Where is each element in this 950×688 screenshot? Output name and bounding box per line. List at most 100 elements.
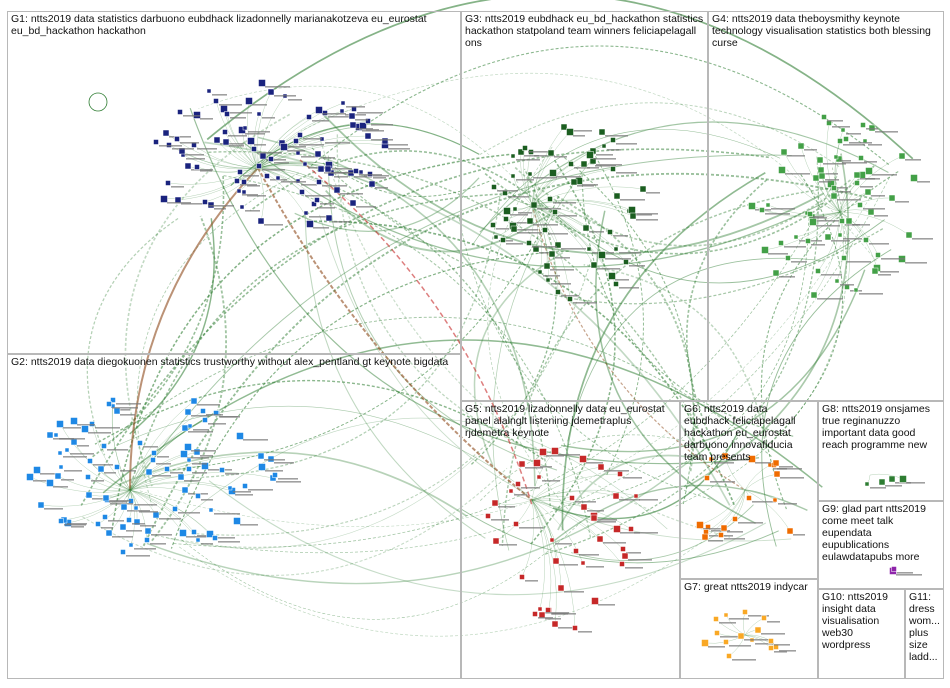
node: [187, 423, 193, 429]
node: [70, 417, 78, 425]
node: [105, 529, 113, 537]
node-label-mark: [245, 210, 260, 212]
edge: [537, 197, 885, 284]
node-label-mark: [265, 86, 290, 88]
node: [340, 100, 346, 106]
node-label-mark: [287, 150, 305, 152]
node-label-mark: [586, 566, 604, 568]
node-label-mark: [230, 117, 246, 119]
node: [905, 231, 913, 239]
node: [213, 98, 219, 104]
node-label-mark: [322, 113, 346, 115]
node: [864, 481, 870, 487]
node-label-mark: [744, 639, 769, 641]
node: [242, 483, 248, 489]
node-label-mark: [191, 415, 209, 417]
node-label-mark: [787, 155, 805, 157]
node: [891, 566, 897, 572]
node-label-mark: [860, 186, 873, 188]
edge: [512, 175, 533, 206]
edge: [165, 456, 477, 549]
edge: [744, 464, 771, 491]
edge: [531, 201, 634, 217]
node-label-mark: [561, 248, 586, 250]
edge: [570, 504, 754, 561]
node: [268, 156, 274, 162]
node: [865, 167, 873, 175]
node-label-mark: [615, 279, 629, 281]
node-label-mark: [533, 224, 558, 226]
node: [597, 463, 605, 471]
node-label-mark: [516, 229, 538, 231]
edge: [94, 379, 544, 460]
node-label-mark: [543, 275, 560, 277]
node: [708, 456, 714, 462]
edge: [256, 91, 272, 169]
node-label-mark: [356, 128, 373, 130]
node: [224, 111, 230, 117]
node: [815, 268, 821, 274]
edge: [473, 252, 564, 466]
edge: [129, 465, 206, 491]
node: [818, 172, 826, 180]
node-label-mark: [634, 532, 658, 534]
edge: [124, 113, 291, 487]
group-label-g3: G3: ntts2019 eubdhack eu_bd_hackathon st…: [465, 13, 704, 49]
node-label-mark: [780, 477, 804, 479]
node-label-mark: [703, 528, 725, 530]
edge: [257, 138, 323, 169]
node-label-mark: [219, 104, 242, 106]
edge: [111, 399, 131, 491]
node: [510, 225, 518, 233]
edge: [222, 174, 591, 538]
node: [834, 278, 840, 284]
edge: [531, 204, 548, 267]
node-label-mark: [846, 133, 861, 135]
node-label-mark: [771, 208, 795, 210]
edge: [257, 167, 264, 222]
node: [97, 465, 105, 473]
node: [144, 527, 152, 535]
node-label-mark: [309, 216, 332, 218]
node: [364, 132, 372, 140]
node-label-mark: [92, 498, 107, 500]
node: [580, 503, 588, 511]
node: [785, 255, 791, 261]
node-label-mark: [619, 499, 640, 501]
node: [267, 88, 275, 96]
node: [543, 262, 551, 270]
node-label-mark: [108, 520, 124, 522]
edge: [561, 155, 694, 505]
node-label-mark: [299, 144, 324, 146]
node-label-mark: [262, 117, 275, 119]
node-label-mark: [761, 633, 785, 635]
edge: [478, 434, 685, 503]
node: [179, 529, 187, 537]
node: [899, 475, 907, 483]
group-label-g4: G4: ntts2019 data theboysmithy keynote t…: [712, 13, 931, 49]
node: [786, 527, 794, 535]
edge: [179, 540, 704, 637]
node-label-mark: [63, 456, 87, 458]
edge: [502, 204, 533, 241]
node: [81, 425, 89, 433]
node-label-mark: [340, 193, 363, 195]
edge: [521, 499, 535, 578]
node: [314, 150, 322, 158]
node: [190, 397, 198, 405]
node-label-mark: [533, 177, 557, 179]
node: [610, 166, 616, 172]
node-label-mark: [852, 224, 870, 226]
node-label-mark: [811, 244, 825, 246]
node: [898, 152, 906, 160]
node: [839, 218, 845, 224]
node-label-mark: [567, 130, 592, 132]
node-label-mark: [849, 142, 872, 144]
edge: [129, 489, 184, 534]
node: [598, 251, 606, 259]
node-label-mark: [53, 486, 68, 488]
node: [293, 138, 299, 144]
node-label-mark: [906, 482, 925, 484]
node-label-mark: [579, 554, 599, 556]
edge: [294, 177, 480, 232]
